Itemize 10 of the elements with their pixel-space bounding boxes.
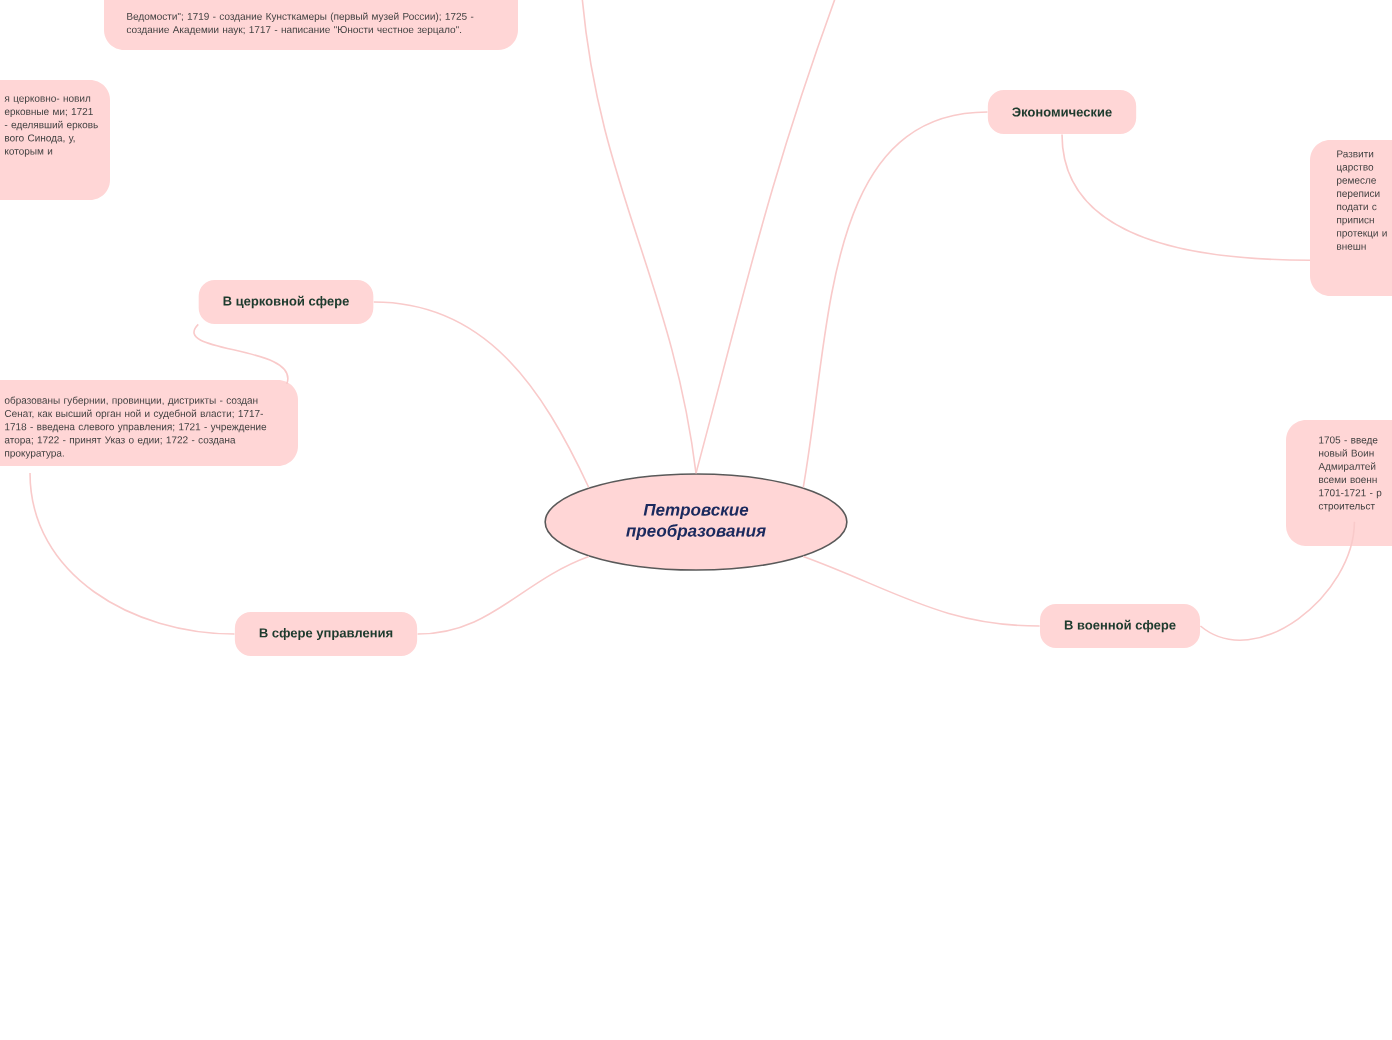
connector-line xyxy=(372,301,590,489)
connector-line xyxy=(1199,521,1356,641)
connector-line xyxy=(1061,133,1311,261)
connector-line xyxy=(416,555,590,635)
connector-line xyxy=(29,472,236,635)
connector-line xyxy=(193,323,289,385)
connector-line xyxy=(581,0,697,474)
connector-line xyxy=(695,0,837,474)
connector-line xyxy=(802,111,989,489)
connector-line xyxy=(802,555,1041,627)
